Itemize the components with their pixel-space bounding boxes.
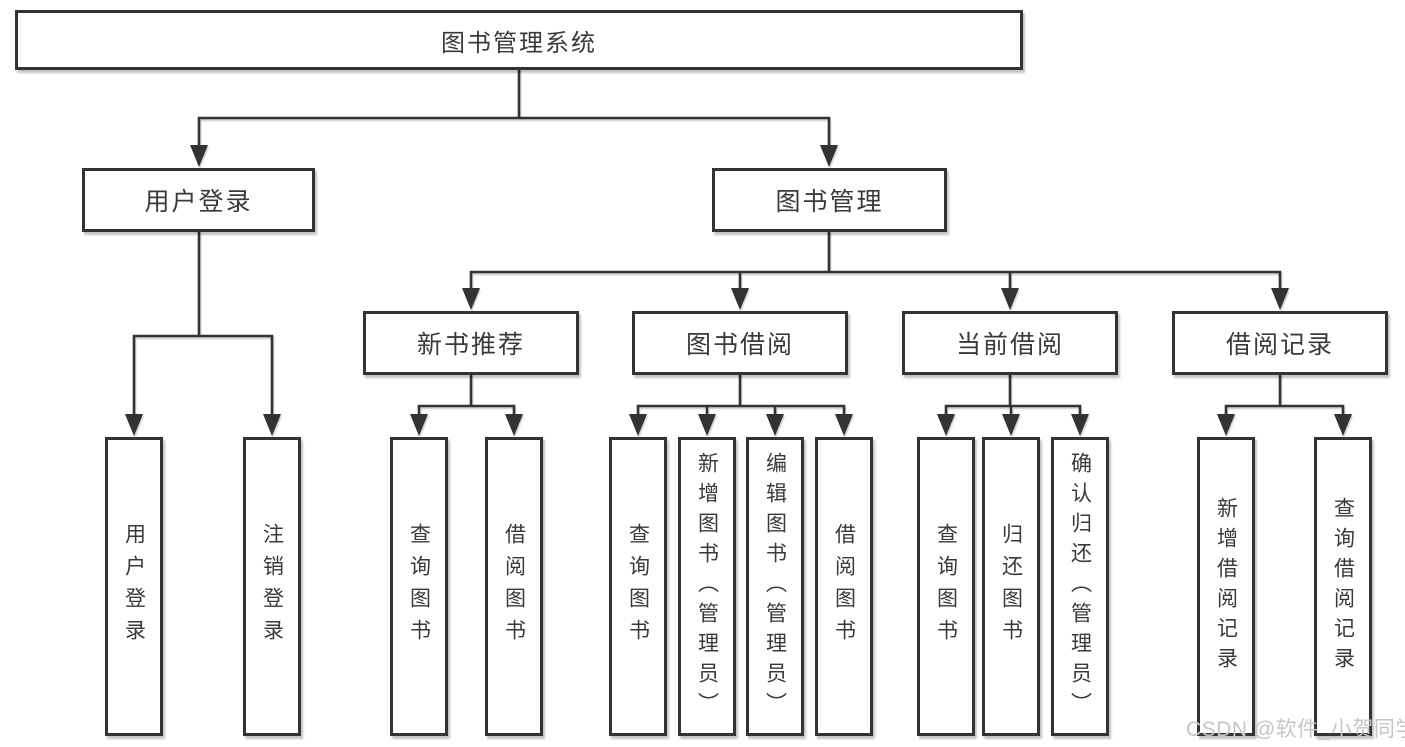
watermark: CSDN @软件_小贺同学 bbox=[1186, 718, 1405, 741]
node-borrowing-records: 借阅记录 bbox=[1172, 311, 1388, 375]
arrowhead bbox=[731, 288, 749, 310]
leaf-label: 新增图书（管理员） bbox=[695, 451, 719, 722]
leaf-query-books-current: 查询图书 bbox=[917, 437, 975, 736]
arrowhead bbox=[263, 414, 281, 436]
leaf-label: 新增借阅记录 bbox=[1214, 496, 1238, 677]
leaf-user-login: 用户登录 bbox=[105, 437, 163, 736]
leaf-label: 查询借阅记录 bbox=[1331, 496, 1355, 677]
leaf-label: 借阅图书 bbox=[832, 522, 856, 651]
arrowhead bbox=[766, 414, 784, 436]
arrowhead bbox=[125, 414, 143, 436]
arrowhead bbox=[462, 288, 480, 310]
leaf-query-books-borrow: 查询图书 bbox=[609, 437, 667, 736]
leaf-label: 查询图书 bbox=[934, 522, 958, 651]
leaf-confirm-return-admin: 确认归还（管理员） bbox=[1051, 437, 1109, 736]
leaf-add-borrow-record: 新增借阅记录 bbox=[1197, 437, 1255, 736]
leaf-label: 用户登录 bbox=[122, 522, 146, 651]
arrowhead bbox=[937, 414, 955, 436]
leaf-label: 查询图书 bbox=[407, 522, 431, 651]
arrowhead bbox=[410, 414, 428, 436]
node-book-borrowing: 图书借阅 bbox=[632, 311, 848, 375]
node-user-login: 用户登录 bbox=[82, 168, 315, 232]
leaf-label: 编辑图书（管理员） bbox=[763, 451, 787, 722]
arrowhead bbox=[1271, 288, 1289, 310]
leaf-query-borrow-record: 查询借阅记录 bbox=[1314, 437, 1372, 736]
arrowhead bbox=[835, 414, 853, 436]
leaf-edit-books-admin: 编辑图书（管理员） bbox=[746, 437, 804, 736]
node-current-borrowing: 当前借阅 bbox=[902, 311, 1118, 375]
leaf-label: 查询图书 bbox=[626, 522, 650, 651]
node-book-management: 图书管理 bbox=[712, 168, 947, 232]
arrowhead bbox=[505, 414, 523, 436]
leaf-return-books: 归还图书 bbox=[982, 437, 1040, 736]
leaf-label: 确认归还（管理员） bbox=[1068, 451, 1092, 722]
arrowhead bbox=[629, 414, 647, 436]
leaf-label: 归还图书 bbox=[999, 522, 1023, 651]
arrowhead bbox=[1001, 288, 1019, 310]
leaf-label: 借阅图书 bbox=[502, 522, 526, 651]
node-library-system: 图书管理系统 bbox=[15, 10, 1023, 70]
leaf-logout-login: 注销登录 bbox=[243, 437, 301, 736]
node-new-book-recommend: 新书推荐 bbox=[363, 311, 579, 375]
leaf-borrow-books: 借阅图书 bbox=[815, 437, 873, 736]
arrowhead bbox=[698, 414, 716, 436]
arrowhead bbox=[1217, 414, 1235, 436]
leaf-label: 注销登录 bbox=[260, 522, 284, 651]
leaf-add-books-admin: 新增图书（管理员） bbox=[678, 437, 736, 736]
arrowhead bbox=[1002, 414, 1020, 436]
leaf-query-books-recommend: 查询图书 bbox=[390, 437, 448, 736]
arrowhead bbox=[1334, 414, 1352, 436]
arrowhead bbox=[190, 145, 208, 167]
arrowhead bbox=[1071, 414, 1089, 436]
arrowhead bbox=[820, 145, 838, 167]
leaf-borrow-books-recommend: 借阅图书 bbox=[485, 437, 543, 736]
